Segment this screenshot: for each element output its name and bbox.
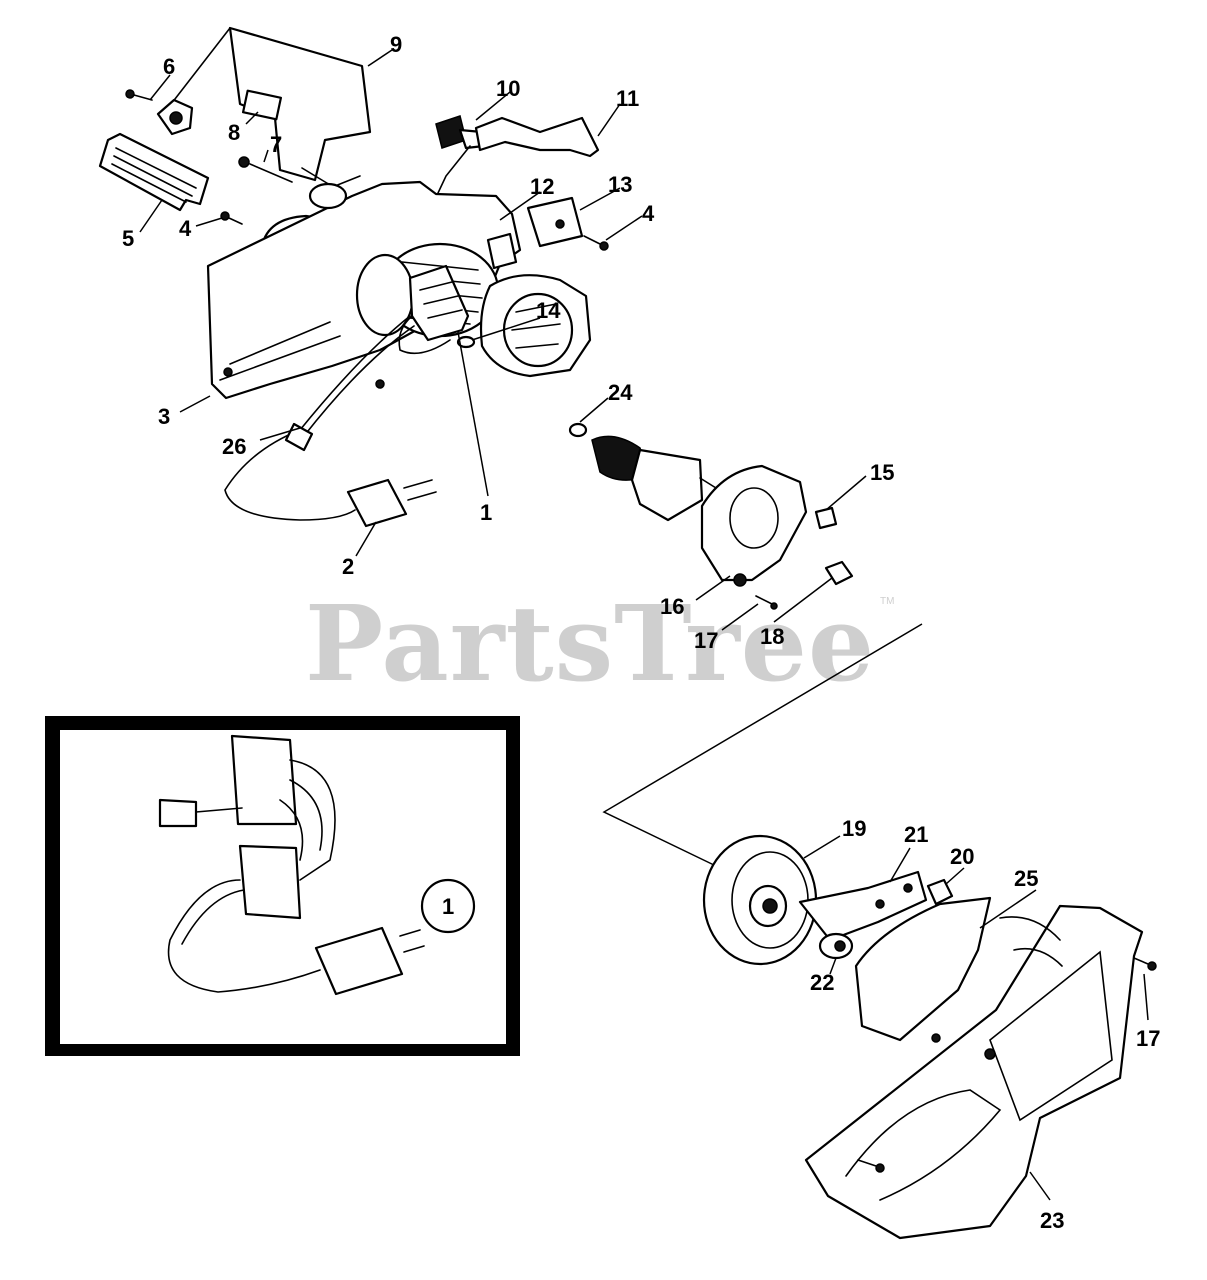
part-4-screw-right xyxy=(583,235,609,251)
part-4-screw-left xyxy=(220,211,243,225)
part-9-shield xyxy=(167,26,372,182)
watermark-tm: TM xyxy=(880,596,894,607)
part-armature xyxy=(591,435,717,522)
part-1-switch xyxy=(398,264,470,355)
callout-13: 13 xyxy=(608,172,632,197)
inset-badge xyxy=(420,878,476,934)
callout-1: 1 xyxy=(480,500,492,525)
part-12-detail xyxy=(486,232,518,270)
callout-18: 18 xyxy=(760,624,784,649)
part-17-screw-bottom xyxy=(1133,957,1157,971)
part-19-drum xyxy=(702,834,818,966)
watermark: PartsTree xyxy=(305,582,875,705)
callout-16: 16 xyxy=(660,594,684,619)
callout-17-bottom: 17 xyxy=(1136,1026,1160,1051)
callout-labels: 9 6 10 11 8 7 12 13 4 5 4 14 24 3 26 15 … xyxy=(122,32,1160,1233)
callout-26: 26 xyxy=(222,434,246,459)
callout-4-right: 4 xyxy=(642,201,655,226)
inset-box: 1 xyxy=(45,716,520,1056)
callout-7: 7 xyxy=(270,132,282,157)
part-stator xyxy=(479,274,592,378)
part-6-screw xyxy=(125,89,153,101)
part-25-plate xyxy=(854,896,992,1042)
callout-15: 15 xyxy=(870,460,894,485)
callout-19: 19 xyxy=(842,816,866,841)
part-24-washer xyxy=(568,422,588,438)
part-22-washer xyxy=(818,932,854,960)
callout-17-top: 17 xyxy=(694,628,718,653)
part-16-endbell xyxy=(700,464,808,587)
part-15-brush xyxy=(814,506,838,530)
leader-lines xyxy=(139,49,1149,1201)
callout-14: 14 xyxy=(536,298,561,323)
callout-23: 23 xyxy=(1040,1208,1064,1233)
callout-3: 3 xyxy=(158,404,170,429)
reference-line xyxy=(602,623,923,867)
part-2-cord-plug xyxy=(224,315,437,528)
callout-2: 2 xyxy=(342,554,354,579)
callout-12: 12 xyxy=(530,174,554,199)
callout-22: 22 xyxy=(810,970,834,995)
callout-20: 20 xyxy=(950,844,974,869)
part-23-screw xyxy=(857,1159,885,1173)
part-13-plate xyxy=(526,196,584,248)
callout-9: 9 xyxy=(390,32,402,57)
callout-21: 21 xyxy=(904,822,928,847)
callout-25: 25 xyxy=(1014,866,1038,891)
part-18-nut xyxy=(824,560,854,586)
inset-badge-label: 1 xyxy=(442,894,454,919)
part-7-bolt xyxy=(238,156,293,183)
part-14-ring xyxy=(456,335,476,349)
part-20-nut xyxy=(926,878,954,906)
callout-24: 24 xyxy=(608,380,633,405)
part-17-screw-top xyxy=(755,595,778,610)
callout-10: 10 xyxy=(496,76,520,101)
part-5-grip xyxy=(98,132,210,212)
part-8-bushing xyxy=(156,98,194,136)
callout-6: 6 xyxy=(163,54,175,79)
callout-4-left: 4 xyxy=(179,216,192,241)
part-23-cover xyxy=(804,904,1144,1240)
part-3-housing xyxy=(206,167,522,400)
callout-11: 11 xyxy=(616,86,639,111)
callout-8: 8 xyxy=(228,120,240,145)
callout-5: 5 xyxy=(122,226,134,251)
